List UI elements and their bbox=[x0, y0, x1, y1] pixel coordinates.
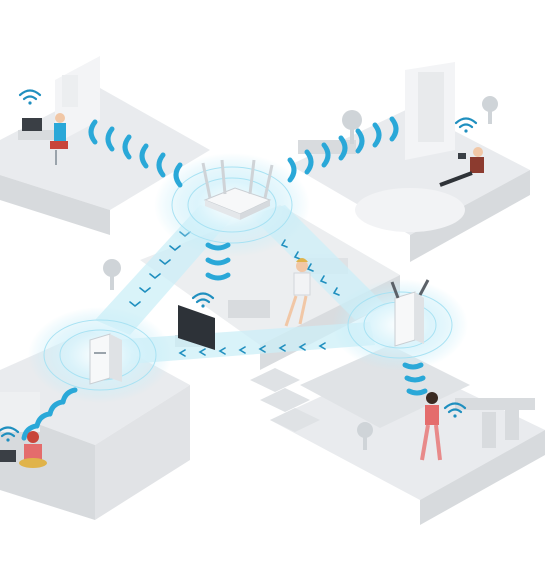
office-floor bbox=[0, 88, 210, 210]
staircase bbox=[250, 368, 320, 432]
person-tablet-lounge bbox=[439, 147, 484, 187]
bedroom-slab bbox=[95, 385, 190, 520]
router-icon bbox=[201, 159, 274, 220]
wifi-icon bbox=[0, 426, 20, 442]
office-desk bbox=[18, 130, 66, 140]
link-left-to-right bbox=[110, 322, 375, 365]
person-sitting-chair bbox=[284, 258, 311, 327]
living-table bbox=[228, 300, 270, 318]
lounge-shelf bbox=[418, 72, 444, 142]
person-laptop-desk bbox=[22, 113, 68, 165]
mesh-unit-icon bbox=[89, 333, 122, 385]
range-extender-icon bbox=[390, 279, 430, 347]
office-floor-edge bbox=[0, 175, 110, 235]
kitchen-floor-edge bbox=[420, 430, 545, 525]
plants bbox=[103, 96, 498, 450]
kitchen-stool-2 bbox=[505, 404, 519, 440]
floor-plan bbox=[0, 56, 545, 525]
person-laptop-floor bbox=[0, 431, 47, 468]
wifi-icons bbox=[0, 89, 478, 442]
wifi-icon bbox=[454, 117, 478, 133]
office-cabinet bbox=[62, 75, 78, 107]
wifi-icon bbox=[443, 402, 467, 418]
lounge-floor-edge bbox=[410, 170, 530, 262]
kitchen-stool-1 bbox=[482, 412, 496, 448]
wifi-icon bbox=[18, 89, 42, 105]
person-walking-phone bbox=[420, 392, 442, 461]
lounge-rug bbox=[355, 188, 465, 232]
kitchen-bar bbox=[455, 398, 535, 410]
wifi-icon bbox=[191, 292, 215, 308]
signal-waves bbox=[21, 116, 428, 441]
television bbox=[178, 305, 215, 350]
